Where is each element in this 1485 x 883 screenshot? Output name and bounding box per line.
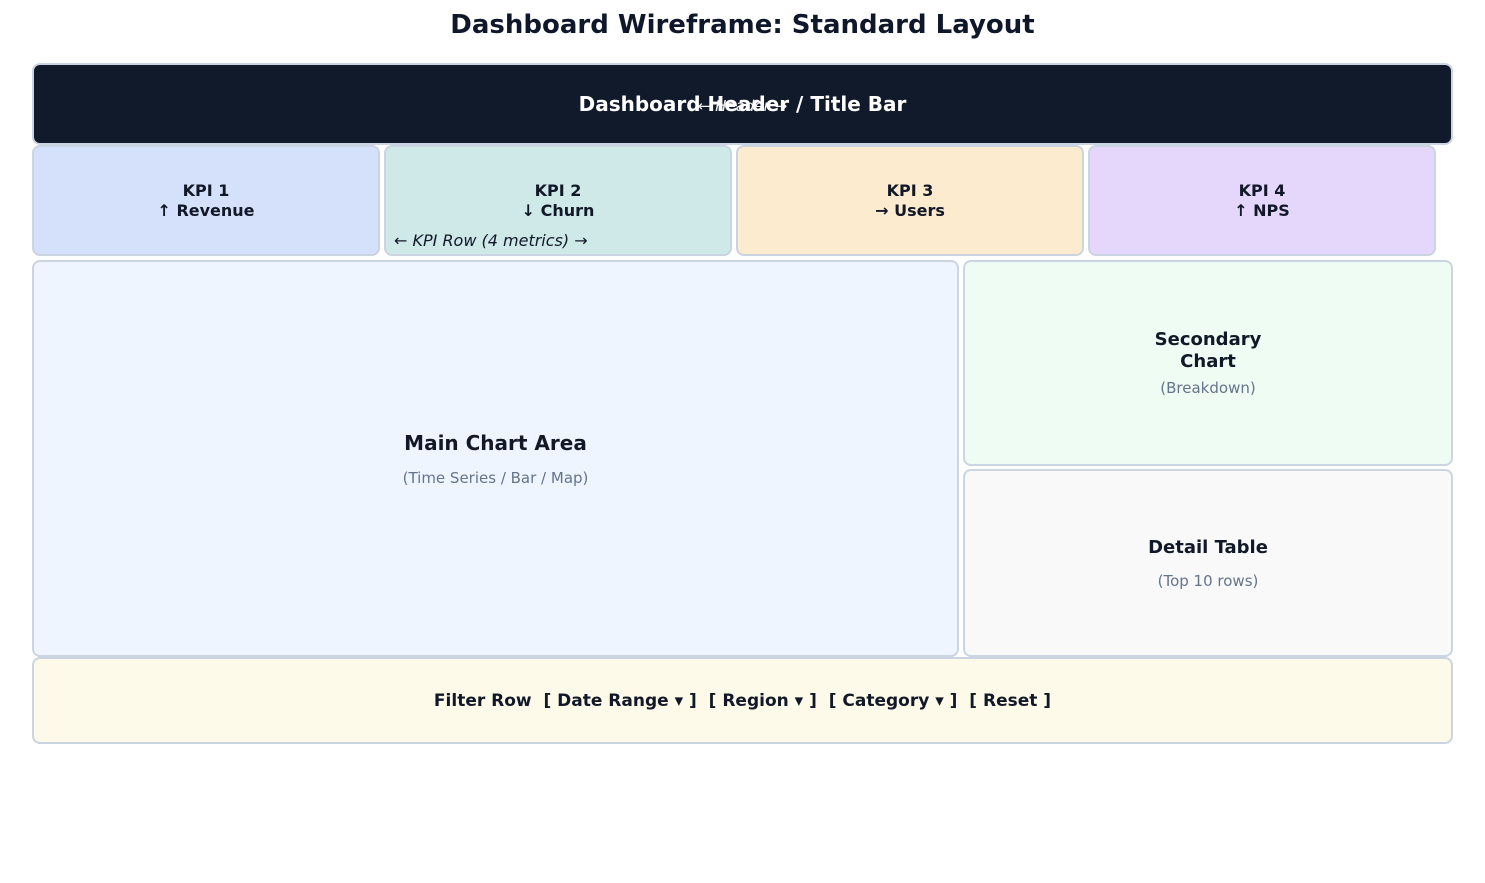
secondary-chart-sublabel: (Breakdown) [1160,379,1256,397]
secondary-chart-label-line1: Secondary [1154,329,1262,350]
filter-row-area: Filter Row [ Date Range ▾ ] [ Region ▾ ]… [32,657,1453,744]
kpi-4-metric: ↑ NPS [1234,200,1290,220]
kpi-1-metric: ↑ Revenue [157,200,255,220]
kpi-1-name: KPI 1 [182,180,230,200]
header-annotation: ← Header → [697,97,788,115]
secondary-chart-area: Secondary Chart (Breakdown) [963,260,1453,466]
header-label: Dashboard Header / Title Bar [578,92,907,116]
kpi-row-annotation: ← KPI Row (4 metrics) → [394,231,588,250]
kpi-2-metric: ↓ Churn [521,200,595,220]
kpi-3-name: KPI 3 [886,180,934,200]
kpi-2-name: KPI 2 [534,180,582,200]
detail-table-label: Detail Table [1148,536,1268,558]
kpi-4-name: KPI 4 [1238,180,1286,200]
diagram-title: Dashboard Wireframe: Standard Layout [450,10,1035,40]
filter-row-label: Filter Row [ Date Range ▾ ] [ Region ▾ ]… [433,690,1052,711]
main-chart-sublabel: (Time Series / Bar / Map) [402,468,589,487]
dashboard-header-block: Dashboard Header / Title Bar [32,63,1453,145]
kpi-block-2: KPI 2 ↓ Churn [384,145,732,256]
kpi-block-1: KPI 1 ↑ Revenue [32,145,380,256]
kpi-block-4: KPI 4 ↑ NPS [1088,145,1436,256]
kpi-3-metric: → Users [875,200,945,220]
secondary-chart-label-line2: Chart [1180,351,1236,372]
kpi-block-3: KPI 3 → Users [736,145,1084,256]
detail-table-sublabel: (Top 10 rows) [1157,571,1259,590]
detail-table-area: Detail Table (Top 10 rows) [963,469,1453,657]
main-chart-label: Main Chart Area [404,430,587,455]
main-chart-area: Main Chart Area (Time Series / Bar / Map… [32,260,959,657]
